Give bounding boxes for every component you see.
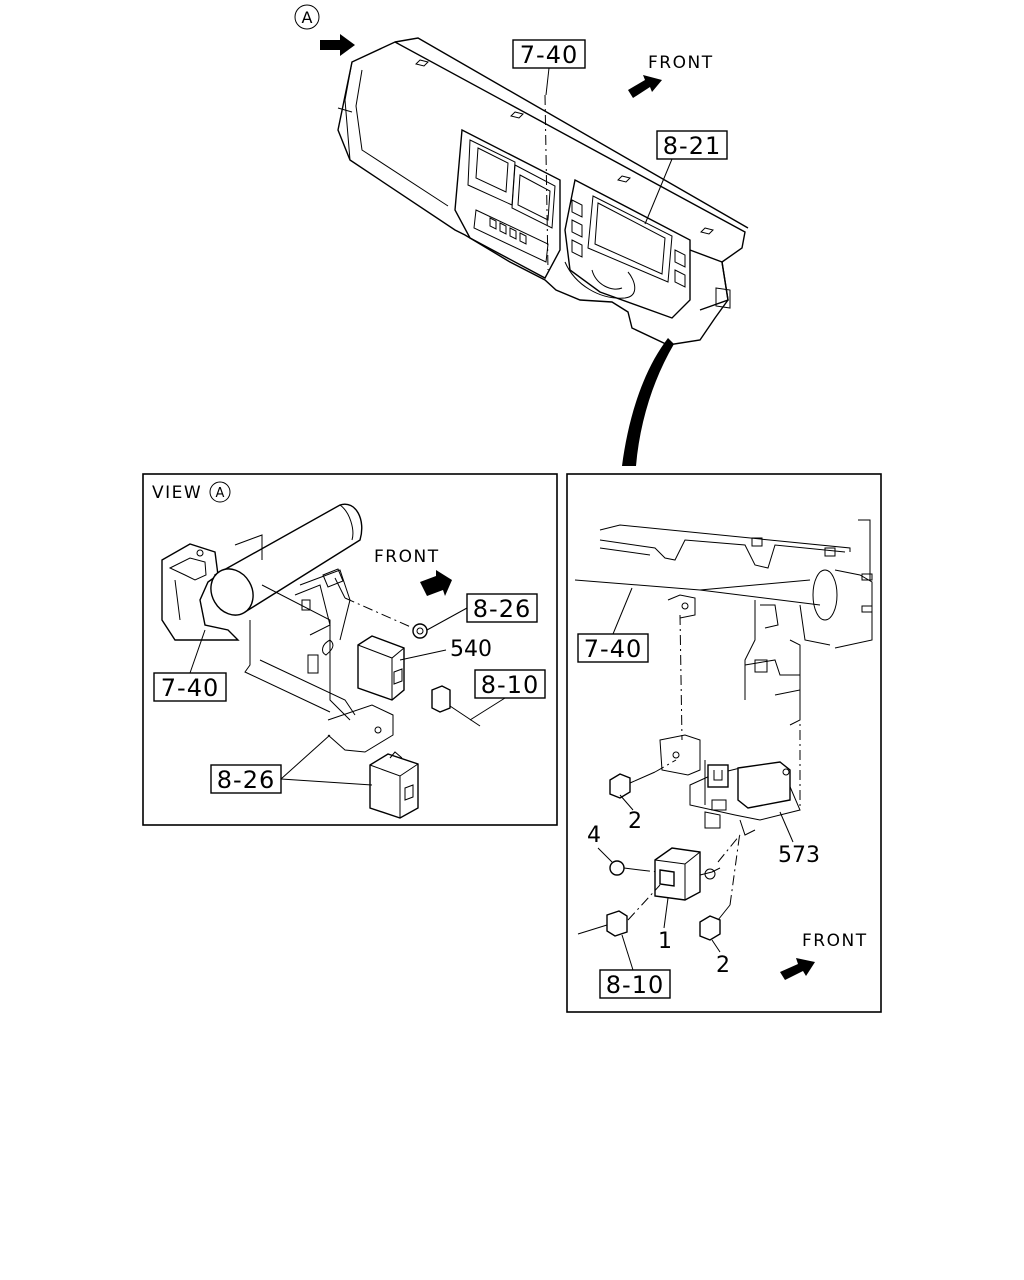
view-a-marker: A xyxy=(294,4,355,56)
ref-box-8-26-relay: 8-26 xyxy=(210,764,282,794)
svg-text:7-40: 7-40 xyxy=(584,635,642,663)
part-number-4: 4 xyxy=(587,823,601,848)
part-number-540: 540 xyxy=(450,637,492,662)
part-number-2-upper: 2 xyxy=(628,809,642,834)
part-number-573: 573 xyxy=(778,843,820,868)
ref-box-8-10-left: 8-10 xyxy=(474,669,546,699)
ref-box-7-40-top: 7-40 xyxy=(512,39,586,69)
svg-text:A: A xyxy=(216,486,225,501)
part-number-2-lower: 2 xyxy=(716,953,730,978)
front-label-top: FRONT xyxy=(628,53,714,98)
svg-text:8-10: 8-10 xyxy=(481,671,539,699)
instrument-panel-drawing xyxy=(337,37,749,346)
ref-box-7-40-left: 7-40 xyxy=(153,672,227,702)
view-a-title: VIEW A xyxy=(152,481,231,503)
svg-text:FRONT: FRONT xyxy=(802,931,868,951)
view-a-letter: A xyxy=(302,8,313,27)
front-label-left: FRONT xyxy=(374,547,452,596)
ref-box-8-10-right: 8-10 xyxy=(599,969,671,999)
part-number-1: 1 xyxy=(658,929,672,954)
svg-text:8-26: 8-26 xyxy=(217,766,275,794)
svg-text:FRONT: FRONT xyxy=(648,53,714,73)
svg-text:7-40: 7-40 xyxy=(520,41,578,69)
svg-text:8-21: 8-21 xyxy=(663,132,721,160)
view-a-drawing xyxy=(161,503,481,819)
detail-drawing xyxy=(574,519,873,941)
svg-text:7-40: 7-40 xyxy=(161,674,219,702)
svg-text:8-10: 8-10 xyxy=(606,971,664,999)
ref-box-8-21: 8-21 xyxy=(656,130,728,160)
ref-box-8-26-nut: 8-26 xyxy=(466,593,538,623)
svg-text:8-26: 8-26 xyxy=(473,595,531,623)
svg-text:FRONT: FRONT xyxy=(374,547,440,567)
detail-arrow xyxy=(622,338,674,466)
svg-text:VIEW: VIEW xyxy=(152,483,202,503)
front-label-right: FRONT xyxy=(780,931,868,980)
ref-box-7-40-right: 7-40 xyxy=(577,633,649,663)
